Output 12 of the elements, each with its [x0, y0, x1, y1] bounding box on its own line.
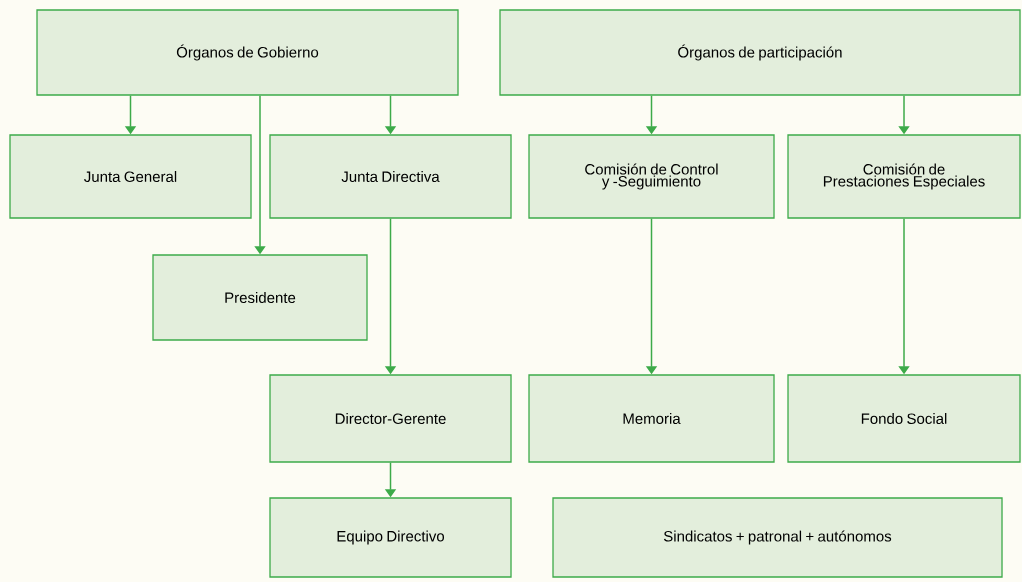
org-box: Comisión de Prestaciones Especiales — [787, 134, 1021, 219]
org-box: Comisión de Control y -Seguimiento — [528, 134, 775, 219]
org-box: Presidente — [152, 254, 368, 341]
org-box: Memoria — [528, 374, 775, 463]
org-box: Equipo Directivo — [269, 497, 512, 578]
org-box: Fondo Social — [787, 374, 1021, 463]
org-box: Sindicatos + patronal + autónomos — [552, 497, 1003, 578]
org-box: Órganos de Gobierno — [36, 9, 459, 96]
org-box: Junta Directiva — [269, 134, 512, 219]
org-box: Órganos de participación — [499, 9, 1021, 96]
org-box: Junta General — [9, 134, 252, 219]
org-box: Director-Gerente — [269, 374, 512, 463]
